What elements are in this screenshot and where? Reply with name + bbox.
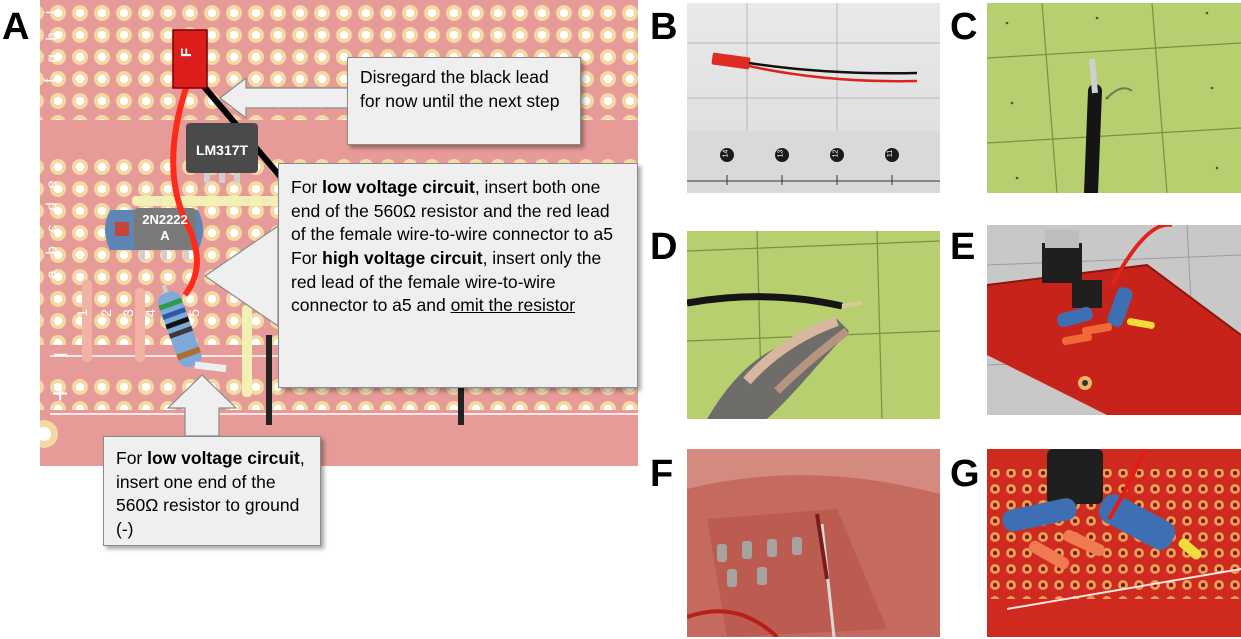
photo-e [987, 225, 1241, 415]
photo-g-drawing [987, 449, 1241, 637]
panel-label-e: E [950, 228, 975, 266]
photo-b: 14 13 12 11 [687, 3, 940, 193]
callout-black-lead-text: Disregard the black lead for now until t… [360, 67, 559, 111]
photo-c-drawing [987, 3, 1241, 193]
photo-f [687, 449, 940, 637]
callout-main: For low voltage circuit, insert both one… [278, 163, 638, 388]
callout-ground-bold: low voltage circuit [147, 448, 300, 468]
photo-e-drawing [987, 225, 1241, 415]
arrow-a5 [205, 226, 278, 326]
arrow-black-lead [220, 78, 348, 118]
ruler-number-12: 12 [832, 150, 839, 158]
ruler-number-14: 14 [722, 150, 729, 158]
callout-main-low-bold: low voltage circuit [322, 177, 475, 197]
panel-label-c: C [950, 8, 977, 46]
callout-main-high-bold: high voltage circuit [322, 248, 482, 268]
photo-d-drawing [687, 231, 940, 419]
photo-c [987, 3, 1241, 193]
callout-black-lead: Disregard the black lead for now until t… [347, 57, 581, 145]
ruler-number-13: 13 [777, 150, 784, 158]
panel-label-g: G [950, 455, 980, 493]
photo-b-drawing [687, 3, 940, 193]
callout-main-high: For high voltage circuit, insert only th… [291, 247, 625, 318]
callout-main-omit: omit the resistor [451, 295, 575, 315]
callout-main-low: For low voltage circuit, insert both one… [291, 176, 625, 247]
arrow-ground [168, 375, 236, 436]
panel-label-b: B [650, 8, 677, 46]
panel-label-d: D [650, 228, 677, 266]
callout-ground: For low voltage circuit, insert one end … [103, 436, 321, 546]
photo-f-drawing [687, 449, 940, 637]
ruler-number-11: 11 [887, 150, 894, 157]
photo-d [687, 231, 940, 419]
panel-label-f: F [650, 455, 673, 493]
photo-g [987, 449, 1241, 637]
